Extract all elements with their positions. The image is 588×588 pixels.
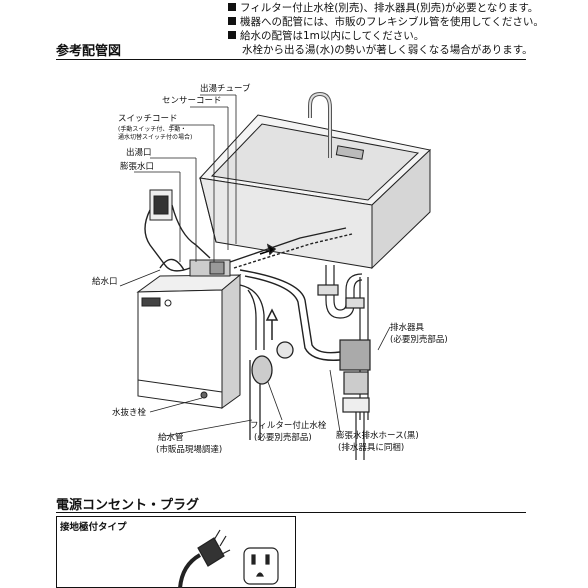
note-weak-flow: 水栓から出る湯(水)の勢いが著しく弱くなる場合があります。 [242, 44, 533, 56]
section-divider [56, 59, 526, 60]
label-expansion-outlet: 膨張水口 [120, 161, 154, 172]
note-filter-valve: フィルター付止水栓(別売)、排水器具(別売)が必要となります。 [228, 2, 538, 15]
grounded-outlet-icon [243, 547, 279, 585]
label-filter-valve-note: (必要別売部品) [254, 432, 312, 443]
power-section-title: 電源コンセント・プラグ [56, 498, 200, 513]
label-switch-note-1: (手動スイッチ付、手動・ [118, 125, 186, 133]
note-flexible-pipe: 機器への配管には、市販のフレキシブル管を使用してください。 [228, 16, 544, 29]
wall-outlet [149, 189, 173, 221]
leader-lines [119, 94, 391, 437]
label-drain-fixture: 排水器具 [390, 322, 425, 333]
label-supply-pipe: 給水管 [158, 432, 184, 443]
note-pipe-length: 給水の配管は1m以内にしてください。 [228, 30, 424, 43]
sink-basin [198, 114, 432, 270]
section-title: 参考配管図 [56, 44, 122, 59]
bullet-square-icon [228, 31, 236, 39]
flow-arrows [259, 243, 279, 340]
bullet-square-icon [228, 3, 236, 11]
label-outlet: 出湯口 [126, 147, 152, 158]
label-switch-note-2: 通水切替スイッチ付の場合) [118, 133, 192, 141]
label-filter-valve: フィルター付止水栓 [250, 420, 327, 431]
label-drain-fixture-note: (必要別売部品) [390, 334, 448, 345]
label-hot-tube: 出湯チューブ [200, 83, 251, 94]
water-heater [136, 259, 242, 409]
label-drain-plug: 水抜き栓 [112, 407, 147, 418]
sink-trap [317, 265, 369, 420]
power-section-divider [56, 512, 526, 513]
label-expansion-hose: 膨張水排水ホース(黒) [336, 430, 419, 441]
label-expansion-hose-note: (排水器具に同梱) [338, 442, 404, 453]
faucet [308, 91, 365, 160]
label-supply-pipe-note: (市販品現場調達) [156, 444, 222, 455]
grounded-plug-icon [178, 529, 231, 588]
drain-fixture-body [339, 339, 371, 460]
plug-type-label: 接地極付タイプ [60, 522, 127, 533]
bullet-square-icon [228, 17, 236, 25]
label-inlet: 給水口 [92, 276, 118, 287]
label-switch-cord: スイッチコード [118, 114, 178, 124]
label-sensor-cord: センサーコード [162, 96, 222, 106]
supply-pipe [239, 284, 294, 440]
